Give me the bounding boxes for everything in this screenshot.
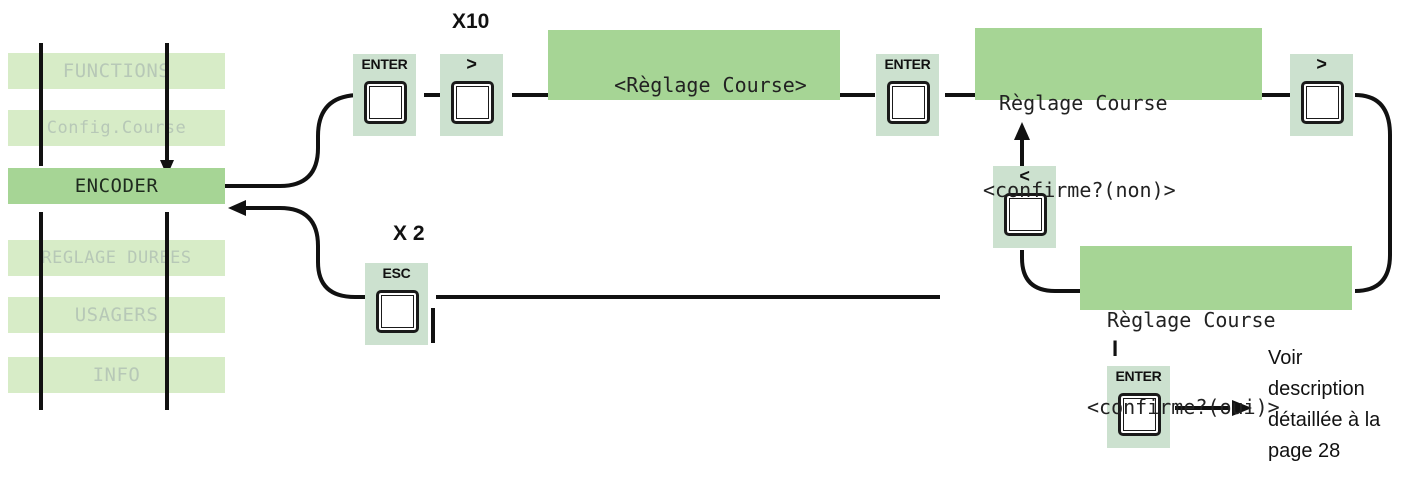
enter-key-1[interactable]: ENTER [353,54,416,136]
display-confirm-non-line1: Règlage Course [999,91,1168,115]
line-encoder-to-enter [225,93,361,188]
prev-key[interactable]: < [993,166,1056,248]
next-key-2-label: > [1316,54,1327,74]
enter-key-2[interactable]: ENTER [876,54,939,136]
arrow-to-description [1232,400,1252,416]
next-key-1[interactable]: > [440,54,503,136]
enter-key-1-label: ENTER [361,56,408,72]
display-confirm-oui-line2: <confirme?(oui)> [1087,395,1280,419]
line-confirm-oui-to-prev [1020,250,1080,293]
display-reglage-course-text: <Règlage Course> [614,73,807,97]
enter-key-2-label: ENTER [884,56,931,72]
repeat-esc-label: X 2 [393,222,425,245]
menu-item-info[interactable]: INFO [8,357,225,393]
description-line: Voir [1268,347,1303,369]
display-reglage-course: <Règlage Course> [548,30,840,100]
esc-key-label: ESC [382,265,411,281]
prev-key-label: < [1019,166,1030,186]
scroll-bar-right-bottom [165,212,169,410]
arrow-up-to-confirm [1014,122,1030,140]
enter-key-3[interactable]: ENTER [1107,366,1170,448]
next-key-1-label: > [466,54,477,74]
repeat-next-label: X10 [452,10,490,33]
enter-key-3-label: ENTER [1115,368,1162,384]
description-line: page 28 [1268,440,1341,462]
esc-key[interactable]: ESC [365,263,428,345]
display-confirm-oui: Règlage Course <confirme?(oui)> [1080,246,1352,419]
menu-item-usagers[interactable]: USAGERS [8,297,225,333]
menu-item-functions[interactable]: FUNCTIONS [8,53,225,89]
display-confirm-non-line2: <confirme?(non)> [983,178,1176,202]
description-text: Voir description détaillée à la page 28 [1268,343,1408,467]
esc-button-icon[interactable] [376,290,419,333]
description-line: description [1268,378,1365,400]
line-next-to-confirm-oui [1354,93,1392,293]
scroll-bar-right-top [165,43,169,161]
next-button-icon[interactable] [451,81,494,124]
scroll-bar-left-bottom [39,212,43,410]
menu-item-encoder[interactable]: ENCODER [8,168,225,204]
display-confirm-oui-line1: Règlage Course [1107,308,1276,332]
enter-button-icon[interactable] [1118,393,1161,436]
menu-item-reglage-durees[interactable]: REGLAGE DUREES [8,240,225,276]
arrow-to-encoder [228,200,246,216]
enter-button-icon[interactable] [887,81,930,124]
display-confirm-non: Règlage Course <confirme?(non)> [975,28,1262,202]
next-key-2[interactable]: > [1290,54,1353,136]
line-esc-to-encoder [240,206,370,299]
prev-button-icon[interactable] [1004,193,1047,236]
scroll-bar-left-top [39,43,43,166]
next-button-icon[interactable] [1301,81,1344,124]
enter-button-icon[interactable] [364,81,407,124]
description-line: détaillée à la [1268,409,1381,431]
menu-item-config-course[interactable]: Config.Course [8,110,225,146]
description-marker: I [1112,336,1119,361]
